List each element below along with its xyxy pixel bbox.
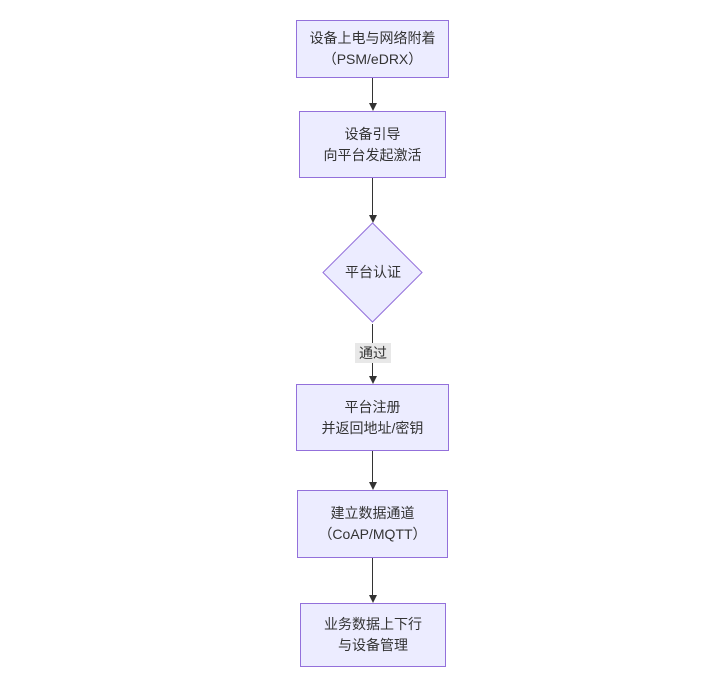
node-label: （CoAP/MQTT）	[318, 526, 427, 542]
node-label: 与设备管理	[338, 637, 408, 653]
arrowhead-down-icon	[369, 595, 377, 603]
edge-register-to-channel	[372, 451, 373, 483]
edge-channel-to-business	[372, 558, 373, 596]
node-label: 设备上电与网络附着	[309, 30, 436, 46]
node-power-attach: 设备上电与网络附着 （PSM/eDRX）	[296, 20, 449, 78]
node-business-data: 业务数据上下行 与设备管理	[300, 603, 446, 667]
node-label: 业务数据上下行	[324, 616, 422, 632]
node-label: 向平台发起激活	[323, 146, 422, 163]
edge-label-pass: 通过	[355, 343, 391, 363]
arrowhead-down-icon	[369, 482, 377, 490]
node-label: （PSM/eDRX）	[322, 51, 423, 67]
node-label: 建立数据通道	[330, 505, 415, 521]
arrowhead-down-icon	[369, 103, 377, 111]
node-label: 设备引导	[344, 125, 401, 142]
edge-bootstrap-to-auth	[372, 178, 373, 216]
node-label: 平台注册	[344, 398, 401, 415]
node-platform-register: 平台注册 并返回地址/密钥	[296, 384, 449, 451]
arrowhead-down-icon	[369, 215, 377, 223]
arrowhead-down-icon	[369, 376, 377, 384]
node-bootstrap-activate: 设备引导 向平台发起激活	[299, 111, 446, 178]
edge-power-to-bootstrap	[372, 78, 373, 104]
node-data-channel: 建立数据通道 （CoAP/MQTT）	[297, 490, 448, 558]
node-label: 平台认证	[345, 264, 401, 280]
node-label: 并返回地址/密钥	[321, 419, 424, 436]
